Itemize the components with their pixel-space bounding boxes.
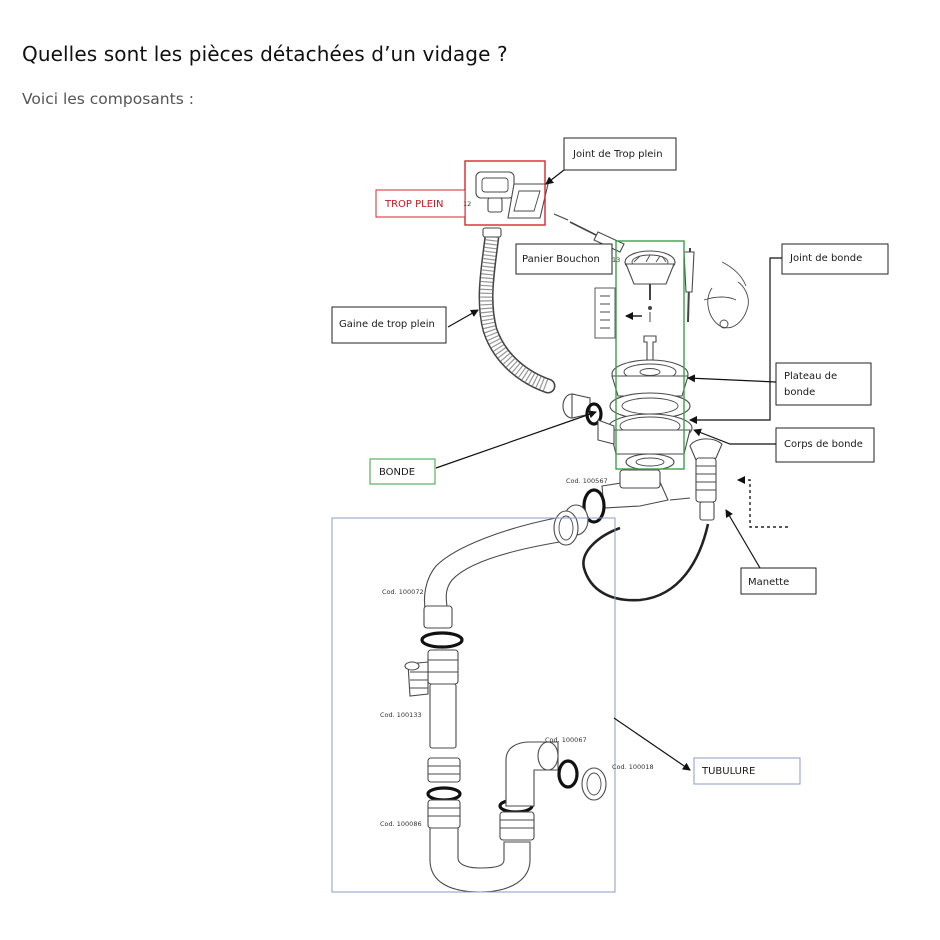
callout-trop-plein-box xyxy=(375,189,466,218)
callout-joint-trop-plein-box xyxy=(563,137,677,171)
code-100133: Cod. 100133 xyxy=(380,711,422,719)
callout-joint-de-bonde: Joint de bonde xyxy=(789,253,862,264)
tubulure-frame xyxy=(331,517,616,893)
sink-flange-plateau xyxy=(611,359,689,397)
code-100072: Cod. 100072 xyxy=(382,588,424,596)
callout-manette-box xyxy=(740,567,817,595)
overflow-parts xyxy=(475,171,625,253)
hand-screwdriver xyxy=(683,247,749,329)
code-100567: Cod. 100567 xyxy=(566,477,608,485)
dotted-guide xyxy=(737,476,788,528)
clip-inset xyxy=(594,287,642,339)
control-cable xyxy=(582,523,710,602)
item-number-12: 12 xyxy=(463,200,471,208)
callout-joint-de-bonde-box xyxy=(781,243,889,275)
callout-tubulure-box xyxy=(693,757,801,785)
page-heading: Quelles sont les pièces détachées d’un v… xyxy=(22,42,508,66)
callout-bonde-box xyxy=(369,458,436,485)
code-100018: Cod. 100018 xyxy=(612,763,654,771)
callout-panier-bouchon-box xyxy=(515,243,613,275)
overflow-connector xyxy=(562,393,615,445)
callout-tubulure: TUBULURE xyxy=(701,766,755,777)
callout-panier-bouchon: Panier Bouchon xyxy=(522,254,600,265)
callout-joint-trop-plein: Joint de Trop plein xyxy=(572,149,663,160)
callout-manette: Manette xyxy=(748,577,789,588)
callout-corps-box xyxy=(775,427,875,463)
callout-gaine-trop-plein: Gaine de trop plein xyxy=(339,319,435,330)
callout-gaine-box xyxy=(331,306,447,344)
leader-lines xyxy=(435,169,782,771)
basket-strainer xyxy=(624,250,676,361)
callout-corps-de-bonde: Corps de bonde xyxy=(784,439,863,450)
drain-control-knob xyxy=(669,438,723,521)
callout-plateau-line1: Plateau de xyxy=(784,371,837,382)
bonde-frame xyxy=(615,240,685,470)
code-100067: Cod. 100067 xyxy=(545,736,587,744)
callout-plateau-line2: bonde xyxy=(784,387,815,398)
code-100086: Cod. 100086 xyxy=(380,820,422,828)
trap-piping xyxy=(404,510,607,893)
item-number-13: 13 xyxy=(612,256,620,264)
callout-trop-plein: TROP PLEIN xyxy=(384,199,444,210)
overflow-hose xyxy=(478,227,556,394)
drain-body-corps xyxy=(607,413,693,471)
callout-bonde: BONDE xyxy=(379,467,415,478)
callout-plateau-box xyxy=(775,362,872,406)
intro-text: Voici les composants : xyxy=(22,90,194,108)
